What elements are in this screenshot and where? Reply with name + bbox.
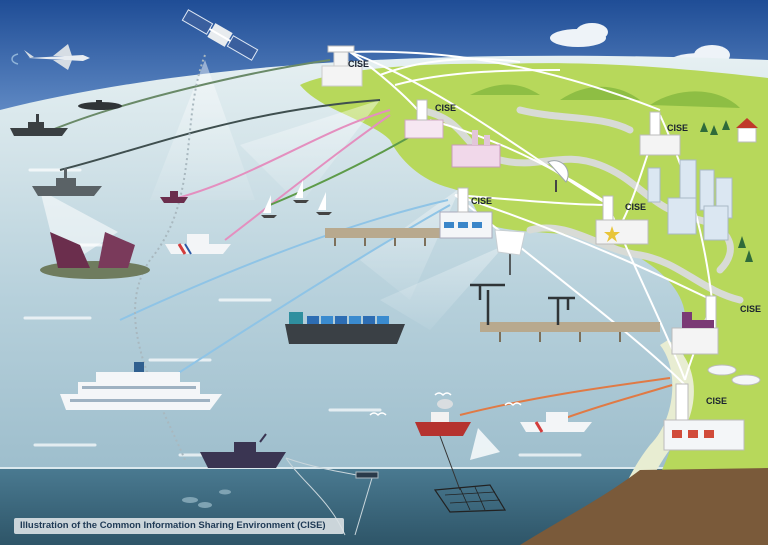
city-buildings [647,159,733,241]
cise-tags: CISE CISE CISE CISE CISE CISE CISE [348,59,761,406]
pier [325,228,660,342]
cise-node-1 [321,45,363,87]
cise-node-4 [595,195,649,245]
storage-tank-icon [707,364,761,386]
cise-node-6 [671,295,719,355]
hills [470,84,740,108]
sinking-ship-icon [40,232,150,279]
cruise-ship-icon [60,362,222,410]
fish-icon [182,489,231,508]
sailboat-icon [261,195,277,218]
wind-turbine-icon [494,229,526,275]
cise-tag: CISE [667,123,688,133]
caption-box: Illustration of the Common Information S… [14,518,344,534]
cise-tag: CISE [471,196,492,206]
coast-guard-boat-icon [165,234,231,255]
cise-node-5 [639,111,681,156]
factory [451,130,501,168]
crane-icon [470,283,575,325]
warship-icon [10,114,68,136]
cise-tag: CISE [348,59,369,69]
fighter-jet-icon [11,44,90,70]
cise-tag: CISE [625,202,646,212]
warship-icon [32,168,102,196]
trawl-net [433,435,507,513]
sailboat-icon [293,180,309,203]
container-ship-icon [285,312,405,344]
cise-node-3 [439,187,493,239]
cise-node-2 [404,99,444,139]
trees [700,120,753,262]
submarine-icon [78,100,122,110]
caption: Illustration of the Common Information S… [20,520,326,531]
sailboat-icon [316,192,332,215]
cise-tag: CISE [706,396,727,406]
coast-guard-boat-icon [520,412,592,433]
fishing-vessel-icon [160,191,188,203]
soldier-icon [682,312,692,328]
police-star-icon [604,226,620,242]
cise-tag: CISE [435,103,456,113]
cise-tag: CISE [740,304,761,314]
house [736,118,758,143]
cise-node-7 [663,383,745,451]
seabed [520,468,768,545]
radar-dish-icon [547,160,569,192]
trawler-icon [200,433,286,468]
fishing-vessel-icon [415,399,471,436]
satellite-icon [181,9,259,61]
seagulls [369,392,522,417]
